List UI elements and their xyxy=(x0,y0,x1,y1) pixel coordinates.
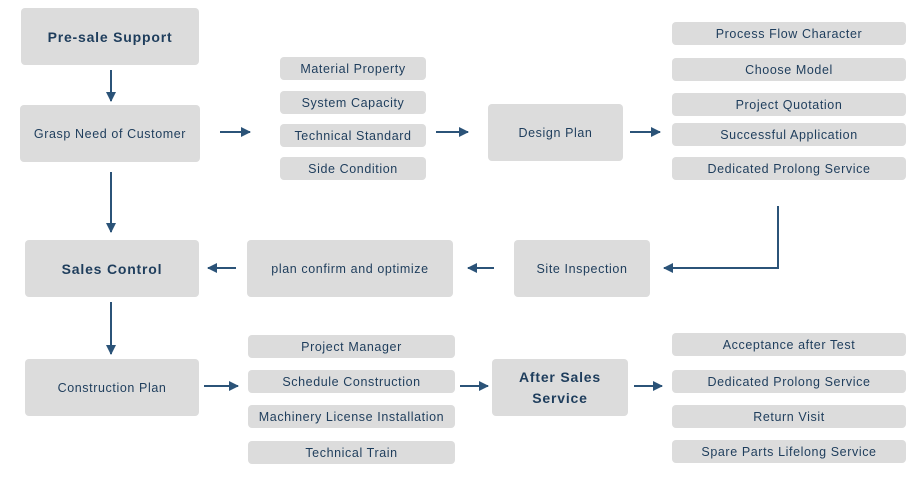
construction-item: Machinery License Installation xyxy=(248,405,455,428)
construction-item: Technical Train xyxy=(248,441,455,464)
after-item: Acceptance after Test xyxy=(672,333,906,356)
design-item: Process Flow Character xyxy=(672,22,906,45)
design-item: Dedicated Prolong Service xyxy=(672,157,906,180)
design-plan-box: Design Plan xyxy=(488,104,623,161)
arrow-items-to-site xyxy=(663,206,779,273)
plan-confirm-box: plan confirm and optimize xyxy=(247,240,453,297)
need-item: Technical Standard xyxy=(280,124,426,147)
design-item: Choose Model xyxy=(672,58,906,81)
grasp-need-box: Grasp Need of Customer xyxy=(20,105,200,162)
construction-plan-box: Construction Plan xyxy=(25,359,199,416)
need-item: System Capacity xyxy=(280,91,426,114)
after-item: Dedicated Prolong Service xyxy=(672,370,906,393)
after-item: Return Visit xyxy=(672,405,906,428)
after-sales-service-box: After Sales Service xyxy=(492,359,628,416)
construction-item: Schedule Construction xyxy=(248,370,455,393)
after-item: Spare Parts Lifelong Service xyxy=(672,440,906,463)
design-item: Project Quotation xyxy=(672,93,906,116)
sales-control-box: Sales Control xyxy=(25,240,199,297)
presale-support-box: Pre-sale Support xyxy=(21,8,199,65)
construction-item: Project Manager xyxy=(248,335,455,358)
design-item: Successful Application xyxy=(672,123,906,146)
site-inspection-box: Site Inspection xyxy=(514,240,650,297)
need-item: Material Property xyxy=(280,57,426,80)
need-item: Side Condition xyxy=(280,157,426,180)
